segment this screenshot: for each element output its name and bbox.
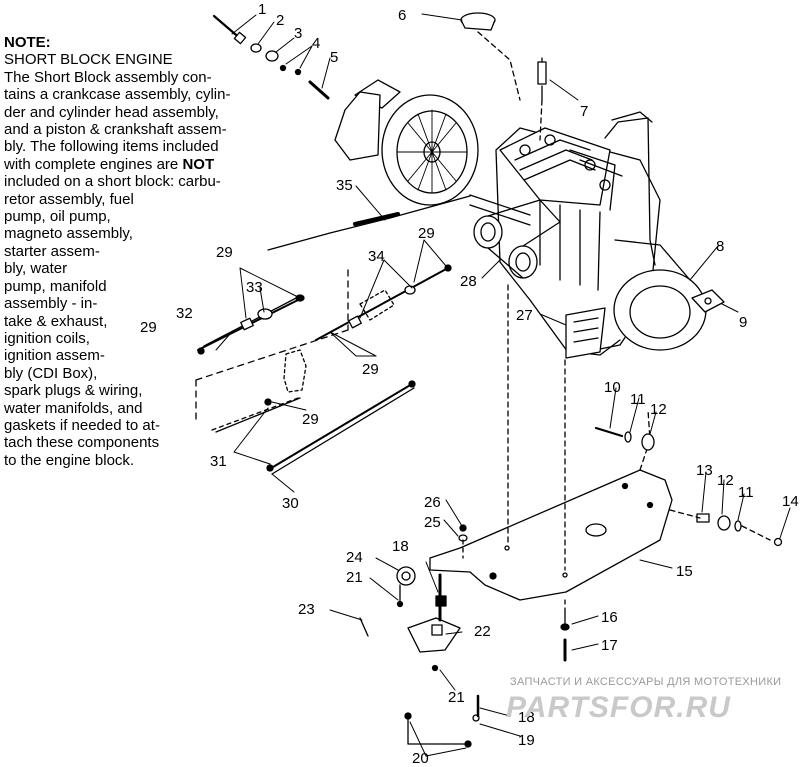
callout-29: 29 [216,244,233,261]
callout-35: 35 [336,177,353,194]
leader-lines [215,13,791,757]
note-line: bly (CDI Box), [4,364,98,382]
note-line: assembly - in- [4,295,98,313]
callout-24: 24 [346,549,363,566]
callout-2: 2 [276,12,284,29]
part-22-bracket [359,524,570,748]
callout-30: 30 [282,495,299,512]
callout-13: 13 [696,462,713,479]
short-block-note: NOTE: SHORT BLOCK ENGINE The Short Block… [4,34,274,469]
note-line: retor assembly, fuel [4,190,134,208]
callout-12: 12 [717,472,734,489]
note-not-emphasis: NOT [182,155,215,173]
callout-23: 23 [298,601,315,618]
callout-6: 6 [398,7,406,24]
callout-11: 11 [738,484,754,501]
note-line: bly. The following items included [4,138,219,156]
callout-31: 31 [210,453,227,470]
note-line: and a piston & crankshaft assem- [4,121,227,139]
watermark-tagline: ЗАПЧАСТИ И АКСЕССУАРЫ ДЛЯ МОТОТЕХНИКИ [510,676,781,688]
callout-15: 15 [676,563,693,580]
callout-29: 29 [302,411,319,428]
note-line: to the engine block. [4,451,135,469]
note-line: pump, manifold [4,277,107,295]
callout-20: 20 [412,750,429,767]
callout-28: 28 [460,273,477,290]
callout-34: 34 [368,248,385,265]
watermark: ЗАПЧАСТИ И АКСЕССУАРЫ ДЛЯ МОТОТЕХНИКИ PA… [506,676,781,724]
callout-21: 21 [448,689,465,706]
note-line-text: with complete engines are [4,155,183,173]
note-line: gaskets if needed to at- [4,416,160,434]
callout-4: 4 [312,35,320,52]
engine-assembly [267,111,725,359]
note-line: pump, oil pump, [4,208,111,226]
note-line: water manifolds, and [4,399,143,417]
callout-33: 33 [246,279,263,296]
small-hardware-1-5 [212,14,330,100]
callout-22: 22 [474,623,491,640]
part-6-cap [460,12,521,101]
callout-18: 18 [518,709,535,726]
callout-8: 8 [716,238,724,255]
callout-3: 3 [294,25,302,42]
callout-16: 16 [601,609,618,626]
note-line: tach these components [4,434,160,452]
callout-7: 7 [580,103,588,120]
right-side-hardware [594,426,783,547]
note-line: with complete engines are NOT [4,156,274,173]
callout-14: 14 [782,493,799,510]
drive-clutch-assembly [334,79,479,206]
callout-17: 17 [601,637,618,654]
note-subheading: SHORT BLOCK ENGINE [4,51,173,69]
callout-5: 5 [330,49,338,66]
note-line: ignition assem- [4,347,105,365]
callout-32: 32 [176,305,193,322]
note-line: starter assem- [4,242,100,260]
callout-10: 10 [604,379,621,396]
note-heading: NOTE: [4,34,51,51]
callout-12: 12 [650,401,667,418]
callout-numbers: 1 2 3 4 5 6 7 8 9 10 11 12 13 12 11 14 1… [140,1,799,767]
part-7-spark-plug [537,57,547,141]
engine-mount-rods [195,264,452,475]
note-line: magneto assembly, [4,225,133,243]
watermark-brand: PARTSFOR.RU [506,691,731,724]
callout-27: 27 [516,307,533,324]
callout-19: 19 [518,732,535,749]
callout-29: 29 [140,319,157,336]
note-line: spark plugs & wiring, [4,382,143,400]
callout-21: 21 [346,569,363,586]
note-line: included on a short block: carbu- [4,173,221,191]
callout-29: 29 [418,225,435,242]
note-line: The Short Block assembly con- [4,68,212,86]
callout-25: 25 [424,514,441,531]
note-line: ignition coils, [4,329,90,347]
callout-9: 9 [739,314,747,331]
part-15-mounting-plate [429,284,673,601]
callout-11: 11 [630,391,646,408]
callout-18: 18 [392,538,409,555]
callout-1: 1 [258,1,266,18]
callout-26: 26 [424,494,441,511]
note-line: take & exhaust, [4,312,108,330]
note-line: tains a crankcase assembly, cylin- [4,86,231,104]
callout-29: 29 [362,361,379,378]
note-line: der and cylinder head assembly, [4,103,219,121]
note-line: bly, water [4,260,68,278]
